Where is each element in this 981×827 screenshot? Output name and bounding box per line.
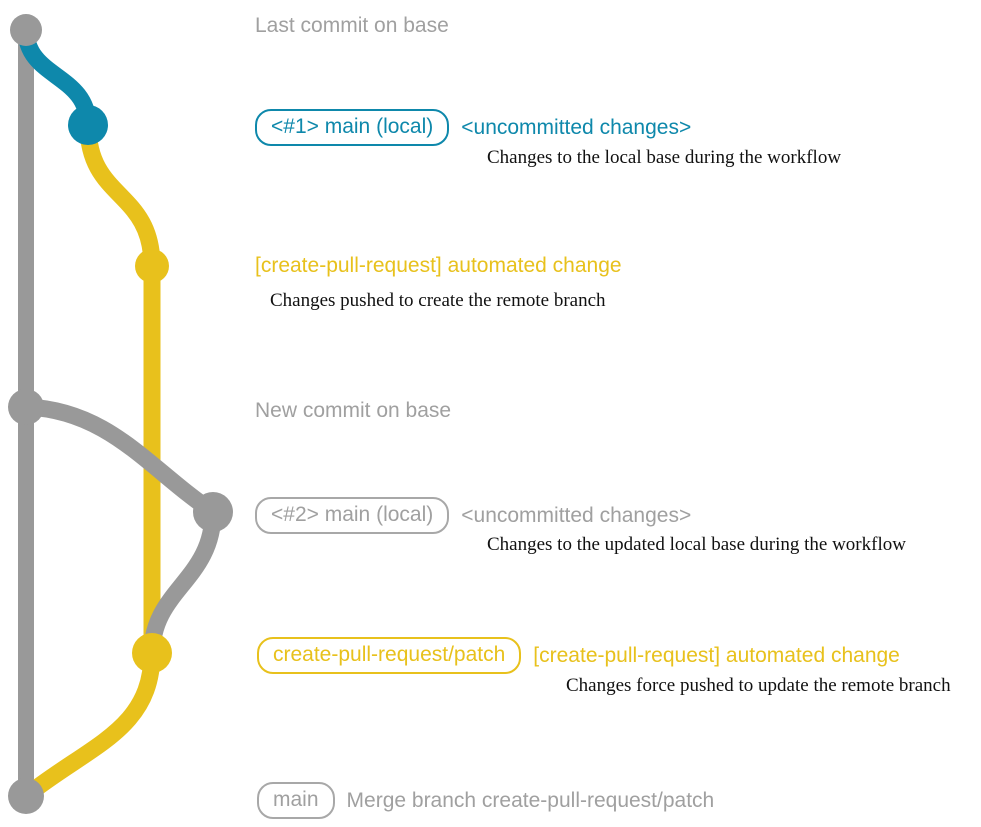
edge-merge [17, 644, 161, 805]
commit-row-local-1: <#1> main (local) <uncommitted changes> [255, 109, 692, 147]
ref-badge-main[interactable]: main [257, 782, 335, 820]
commit-note-remote-patch: Changes force pushed to update the remot… [566, 675, 951, 696]
edge-local-2-in [143, 503, 222, 662]
ref-badge-create-pull-request-patch[interactable]: create-pull-request/patch [257, 637, 522, 675]
commit-note-remote-create: Changes pushed to create the remote bran… [270, 290, 606, 311]
edge-remote-create [79, 116, 161, 275]
commit-subject-new-commit-on-base: New commit on base [255, 399, 452, 422]
node-local-1[interactable] [68, 105, 108, 145]
node-local-2[interactable] [193, 492, 233, 532]
edge-local-2-out [17, 398, 222, 521]
node-base-2[interactable] [8, 389, 44, 425]
commit-subject-local-2: <uncommitted changes> [461, 503, 692, 527]
ref-badge-main-local-2[interactable]: <#2> main (local) [255, 497, 450, 535]
commit-subject-last-commit-on-base: Last commit on base [255, 14, 449, 37]
commit-note-local-2: Changes to the updated local base during… [487, 534, 906, 555]
node-remote-2[interactable] [132, 633, 172, 673]
ref-badge-main-local-1[interactable]: <#1> main (local) [255, 109, 450, 147]
commit-subject-remote-patch: [create-pull-request] automated change [533, 643, 900, 667]
commit-row-remote-patch: create-pull-request/patch [create-pull-r… [257, 637, 900, 675]
commit-note-local-1: Changes to the local base during the wor… [487, 147, 842, 168]
commit-row-remote-create: [create-pull-request] automated change [255, 254, 622, 277]
node-base-1[interactable] [10, 14, 42, 46]
node-remote-1[interactable] [135, 249, 169, 283]
node-merge[interactable] [8, 778, 44, 814]
commit-row-merge: main Merge branch create-pull-request/pa… [257, 782, 715, 820]
commit-subject-local-1: <uncommitted changes> [461, 115, 692, 139]
commit-subject-remote-create: [create-pull-request] automated change [255, 254, 622, 277]
commit-subject-merge: Merge branch create-pull-request/patch [346, 788, 715, 812]
commit-row-local-2: <#2> main (local) <uncommitted changes> [255, 497, 692, 535]
